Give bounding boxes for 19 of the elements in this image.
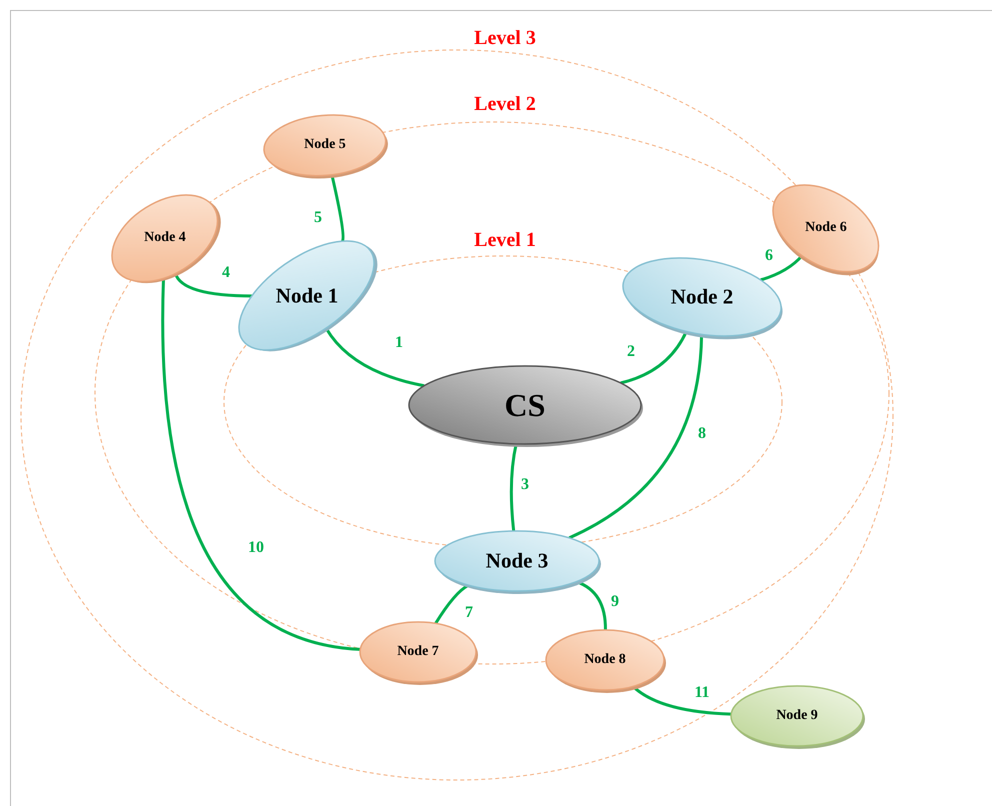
node-label: Node 5 (304, 138, 346, 152)
level-label: Level 3 (474, 28, 536, 48)
level-label: Level 2 (474, 94, 536, 114)
node-label: Node 6 (805, 220, 847, 235)
node-label: Node 8 (584, 653, 626, 667)
connector-line (760, 254, 804, 282)
connector-line (510, 444, 518, 532)
level-label: Level 1 (474, 230, 536, 250)
node-label: Node 9 (776, 709, 818, 723)
node-label: Node 2 (670, 286, 734, 308)
node-label: CS (504, 389, 546, 421)
connector-line (434, 584, 470, 624)
connector-line (174, 272, 253, 298)
connector-line (161, 278, 360, 651)
node-label: Node 3 (486, 550, 548, 572)
node-label: Node 1 (276, 285, 338, 306)
node-label: Node 7 (397, 645, 439, 659)
connector-line (325, 328, 424, 388)
node-label: Node 4 (144, 230, 186, 245)
